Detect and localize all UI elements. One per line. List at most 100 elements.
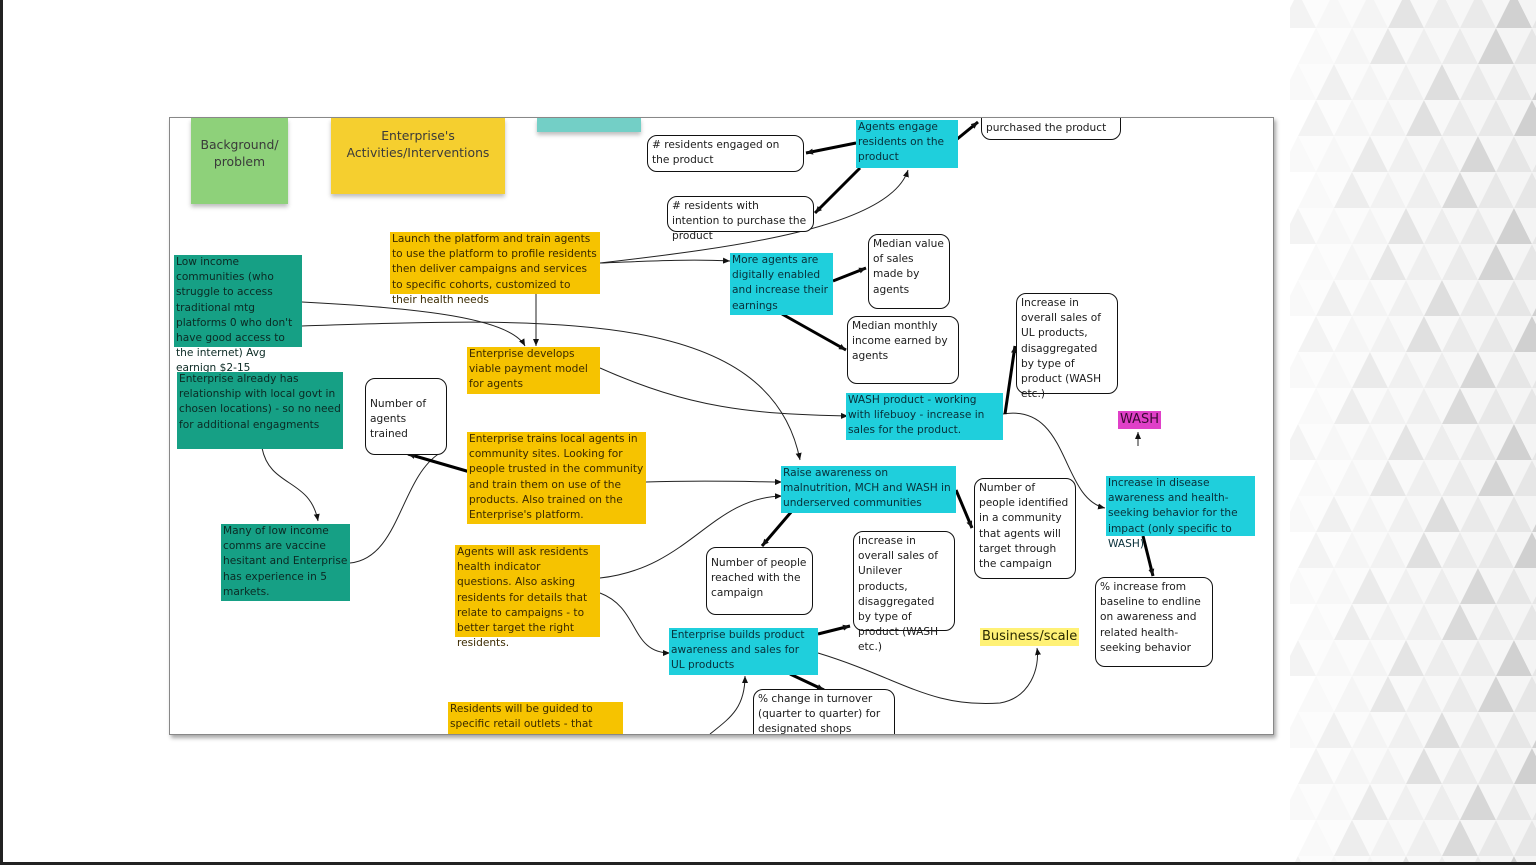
pattern-triangle <box>1388 280 1424 316</box>
pattern-triangle <box>1478 856 1514 862</box>
diagram-board: Background/ problem Enterprise's Activit… <box>169 117 1274 735</box>
pattern-triangle <box>1388 136 1424 172</box>
triangle-pattern-decoration <box>1290 0 1536 862</box>
pattern-triangle <box>1514 136 1536 172</box>
pattern-triangle <box>1316 208 1352 244</box>
pattern-triangle <box>1496 568 1532 604</box>
pattern-triangle <box>1532 668 1536 676</box>
pattern-triangle <box>1460 316 1496 352</box>
pattern-triangle <box>1298 712 1334 748</box>
pattern-triangle <box>1442 640 1478 676</box>
pattern-triangle <box>1424 460 1460 496</box>
pattern-triangle <box>1298 640 1334 676</box>
pattern-triangle <box>1406 496 1442 532</box>
pattern-triangle <box>1460 388 1496 424</box>
pattern-triangle <box>1424 352 1460 388</box>
pattern-triangle <box>1316 784 1352 820</box>
pattern-triangle <box>1514 676 1536 712</box>
pattern-triangle <box>1478 748 1514 784</box>
pattern-triangle <box>1478 496 1514 532</box>
pattern-triangle <box>1406 676 1442 712</box>
connector-layer <box>261 120 1155 734</box>
note-launch-platform: Launch the platform and train agents to … <box>390 232 600 306</box>
pattern-triangle <box>1316 712 1352 748</box>
pattern-triangle <box>1403 856 1409 862</box>
pattern-triangle <box>1316 136 1352 172</box>
pattern-triangle <box>1424 28 1460 64</box>
pattern-triangle <box>1298 568 1334 604</box>
pattern-triangle <box>1298 820 1334 856</box>
pattern-triangle <box>1496 388 1532 424</box>
pattern-triangle <box>1388 64 1424 100</box>
pattern-triangle <box>1496 748 1532 784</box>
pattern-triangle <box>1388 748 1424 784</box>
pattern-triangle <box>1442 676 1478 712</box>
pattern-triangle <box>1478 316 1514 352</box>
pattern-triangle <box>1298 604 1334 640</box>
pattern-triangle <box>1442 820 1478 856</box>
thick-arrow-builds-to-turnover <box>789 672 825 692</box>
pattern-triangle <box>1352 136 1388 172</box>
pattern-triangle <box>1406 244 1442 280</box>
pattern-triangle <box>1290 136 1316 172</box>
pattern-triangle <box>1460 604 1496 640</box>
pattern-triangle <box>1442 316 1478 352</box>
pattern-triangle <box>1442 64 1478 100</box>
pattern-triangle <box>1514 784 1536 820</box>
pattern-triangle <box>1298 172 1334 208</box>
connector-guided-to-builds <box>709 675 748 734</box>
pattern-triangle <box>1298 100 1334 136</box>
pattern-triangle <box>1424 424 1460 460</box>
pattern-triangle <box>1352 64 1388 100</box>
pattern-triangle <box>1370 280 1406 316</box>
pattern-triangle <box>1424 496 1460 532</box>
pattern-triangle <box>1316 352 1352 388</box>
connector-trains-to-raise <box>645 478 783 485</box>
pattern-triangle <box>1478 172 1514 208</box>
pattern-triangle <box>1442 388 1478 424</box>
pattern-triangle <box>1406 136 1442 172</box>
pattern-triangle <box>1370 100 1406 136</box>
pattern-triangle <box>1352 820 1388 856</box>
pattern-triangle <box>1352 172 1388 208</box>
pattern-triangle <box>1298 28 1334 64</box>
pattern-triangle <box>1406 748 1442 784</box>
pattern-triangle <box>1496 532 1532 568</box>
pattern-triangle <box>1496 496 1532 532</box>
pattern-triangle <box>1514 316 1536 352</box>
indicator-people-identified: Number of people identified in a communi… <box>974 478 1076 579</box>
pattern-triangle <box>1290 424 1316 460</box>
pattern-triangle <box>1334 136 1370 172</box>
pattern-triangle <box>1532 172 1536 180</box>
pattern-triangle <box>1334 532 1370 568</box>
pattern-triangle <box>1442 460 1478 496</box>
pattern-triangle <box>1298 136 1334 172</box>
pattern-triangle <box>1496 64 1532 100</box>
pattern-triangle <box>1352 280 1388 316</box>
note-more-agents-digitally-enabled: More agents are digitally enabled and in… <box>730 253 833 315</box>
pattern-triangle <box>1514 388 1536 424</box>
pattern-triangle <box>1532 676 1536 684</box>
note-relationship-local-govt: Enterprise already has relationship with… <box>177 372 343 449</box>
pattern-triangle <box>1406 28 1442 64</box>
pattern-triangle <box>1388 244 1424 280</box>
window-bottom-edge <box>0 862 1536 865</box>
note-agents-engage: Agents engage residents on the product <box>856 120 958 168</box>
pattern-triangle <box>1424 244 1460 280</box>
thick-arrow-disease-to-pct <box>1141 535 1155 577</box>
pattern-triangle <box>1439 856 1445 862</box>
thick-arrow-more-to-median-income <box>781 312 847 352</box>
thick-arrow-more-to-median-sales <box>832 266 867 283</box>
pattern-triangle <box>1334 712 1370 748</box>
pattern-triangle <box>1514 820 1536 856</box>
indicator-purchased-product: purchased the product <box>981 118 1121 140</box>
pattern-triangle <box>1532 388 1536 396</box>
pattern-triangle <box>1446 0 1474 28</box>
pattern-triangle <box>1316 0 1352 28</box>
pattern-triangle <box>1352 100 1388 136</box>
pattern-triangle <box>1334 784 1370 820</box>
pattern-triangle <box>1334 388 1370 424</box>
pattern-triangle <box>1460 172 1496 208</box>
pattern-triangle <box>1478 388 1514 424</box>
column-header-teal-partial <box>537 118 641 132</box>
